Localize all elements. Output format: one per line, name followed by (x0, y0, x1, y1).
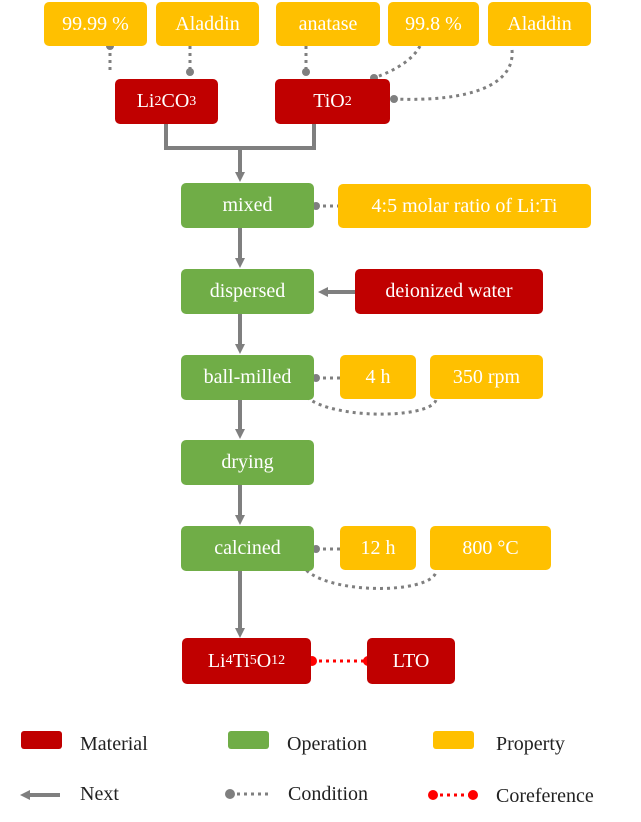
material-deionized-water: deionized water (355, 269, 543, 314)
property-molar-ratio: 4:5 molar ratio of Li:Ti (338, 184, 591, 228)
property-purity-tio2: 99.8 % (388, 2, 479, 46)
legend-material-swatch (21, 731, 62, 749)
legend-property-label: Property (496, 733, 565, 755)
link-calcined-800 (300, 564, 438, 590)
condition-links (108, 45, 514, 590)
operation-ball-milled: ball-milled (181, 355, 314, 400)
property-supplier-li2co3: Aladdin (156, 2, 259, 46)
operation-dispersed: dispersed (181, 269, 314, 314)
operation-drying: drying (181, 440, 314, 485)
legend-operation-label: Operation (287, 733, 367, 755)
property-calcination-temp: 800 °C (430, 526, 551, 570)
legend-condition-label: Condition (288, 783, 369, 805)
legend-coreference-label: Coreference (496, 785, 594, 807)
property-purity-li2co3: 99.99 % (44, 2, 147, 46)
operation-calcined: calcined (181, 526, 314, 571)
property-supplier-tio2: Aladdin (488, 2, 591, 46)
arrow-li2co3-merge (164, 124, 240, 150)
legend-condition-sample (225, 789, 268, 799)
legend-operation-swatch (228, 731, 269, 749)
property-milling-speed: 350 rpm (430, 355, 543, 399)
link-ballmilled-350 (300, 391, 438, 416)
property-milling-time: 4 h (340, 355, 416, 399)
property-calcination-time: 12 h (340, 526, 416, 570)
arrow-tio2-merge (240, 124, 316, 150)
coreference-link (307, 656, 373, 666)
legend-next-label: Next (80, 783, 119, 805)
material-lto: LTO (367, 638, 455, 684)
property-phase-tio2: anatase (276, 2, 380, 46)
operation-mixed: mixed (181, 183, 314, 228)
legend-property-swatch (433, 731, 474, 749)
legend-material-label: Material (80, 733, 148, 755)
next-arrows (164, 124, 355, 638)
link-purity-tio2 (373, 45, 422, 80)
legend-coreference-sample (428, 790, 478, 800)
